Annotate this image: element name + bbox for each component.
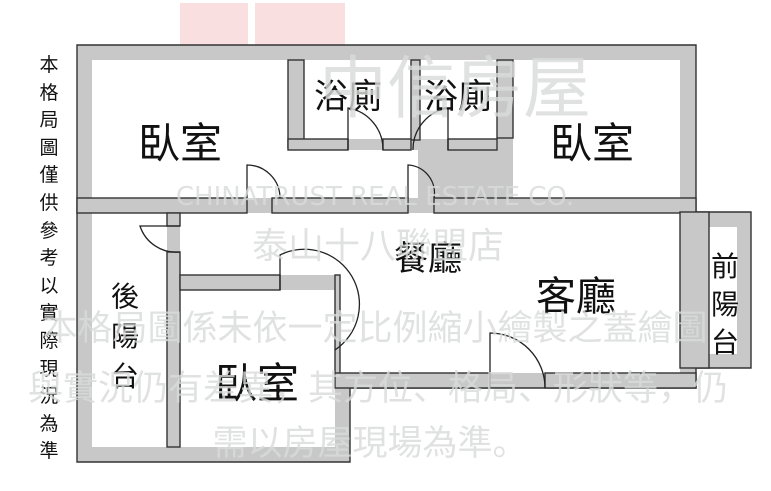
- interior-walls: [76, 59, 710, 448]
- balcony-label-char: 後: [111, 280, 139, 313]
- disclaimer-line-3: 需以房屋現場為準。: [212, 424, 527, 464]
- room-label-bedroom-bottom: 臥室: [215, 359, 299, 408]
- room-label-bathroom-left: 浴廁: [314, 77, 382, 117]
- room-label-bedroom-top-right: 臥室: [550, 119, 634, 168]
- side-note-char: 局: [39, 109, 59, 132]
- side-note-char: 參: [39, 219, 59, 242]
- side-note-char: 況: [39, 385, 59, 408]
- room-label-bedroom-top-left: 臥室: [138, 119, 222, 168]
- rear-balcony-label: 後陽台: [111, 280, 139, 393]
- room-label-bathroom-right: 浴廁: [424, 77, 492, 117]
- room-label-living: 客廳: [536, 274, 616, 320]
- side-note-char: 考: [39, 247, 59, 270]
- balcony-label-char: 前: [711, 250, 739, 283]
- watermark-brand-cn: 中信房屋: [319, 50, 591, 129]
- disclaimer-line-1: 本格局圖係未依一定比例縮小繪製之蓋繪圖: [42, 309, 707, 349]
- side-note-char: 僅: [39, 164, 59, 187]
- side-note-char: 本: [39, 54, 59, 76]
- balcony-label-char: 陽: [111, 320, 139, 353]
- balcony-label-char: 陽: [711, 288, 739, 321]
- side-note: 本格局圖僅供參考以實際現況為準: [34, 52, 64, 466]
- balcony-label-char: 台: [111, 360, 139, 393]
- watermark: 中信房屋 CHINATRUST REAL ESTATE CO. 泰山十八聯盟店 …: [28, 50, 728, 464]
- room-labels: 臥室 浴廁 浴廁 臥室 餐廳 客廳 臥室: [138, 77, 634, 408]
- watermark-branch: 泰山十八聯盟店: [252, 226, 504, 267]
- side-note-char: 為: [39, 412, 59, 435]
- side-note-char: 格: [39, 81, 59, 104]
- side-note-char: 供: [39, 191, 59, 214]
- disclaimer-line-2: 與實況仍有差異，其方位、格局、形狀等，仍: [28, 369, 728, 409]
- watermark-brand-en: CHINATRUST REAL ESTATE CO.: [176, 182, 574, 212]
- side-note-char: 現: [39, 357, 59, 380]
- side-note-char: 準: [39, 440, 59, 463]
- room-label-dining: 餐廳: [394, 239, 462, 279]
- doors: [139, 107, 546, 389]
- room-interiors: [92, 60, 737, 447]
- side-note-char: 圖: [39, 136, 59, 159]
- side-note-char: 以: [39, 274, 59, 297]
- front-balcony-label: 前陽台: [711, 250, 739, 359]
- side-note-char: 際: [39, 329, 59, 352]
- balcony-label-char: 台: [711, 326, 739, 359]
- side-note-char: 實: [39, 302, 59, 325]
